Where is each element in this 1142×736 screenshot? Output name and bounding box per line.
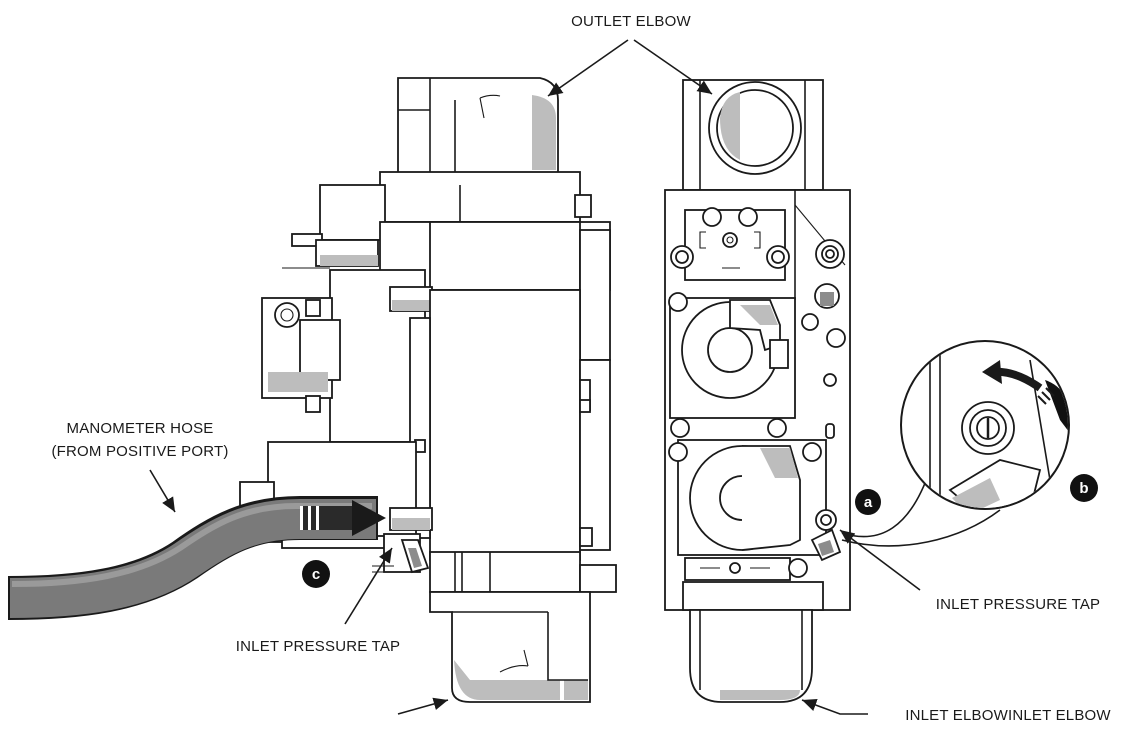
leader-lines (149, 39, 921, 715)
inlet-elbow-label: INLET ELBOWINLET ELBOW (905, 707, 1111, 724)
rotation-arrow-icon (982, 360, 1002, 384)
marker-a-label: a (864, 494, 873, 511)
valve-side-view (239, 77, 617, 703)
flow-arrow-icon (352, 500, 386, 536)
inlet-pressure-tap-label-right: INLET PRESSURE TAP (936, 596, 1100, 613)
manometer-hose-sublabel: (FROM POSITIVE PORT) (51, 443, 228, 460)
valve-front-view (664, 79, 851, 703)
marker-c: c (302, 560, 330, 588)
marker-b-label: b (1079, 480, 1088, 497)
manometer-hose (7, 496, 386, 620)
marker-b: b (1070, 474, 1098, 502)
marker-c-label: c (312, 566, 320, 583)
marker-a: a (855, 489, 881, 515)
manometer-hose-label: MANOMETER HOSE (67, 420, 214, 437)
magnified-inset (841, 340, 1070, 547)
inlet-pressure-tap-label-left: INLET PRESSURE TAP (236, 638, 400, 655)
outlet-elbow-label: OUTLET ELBOW (571, 13, 691, 30)
